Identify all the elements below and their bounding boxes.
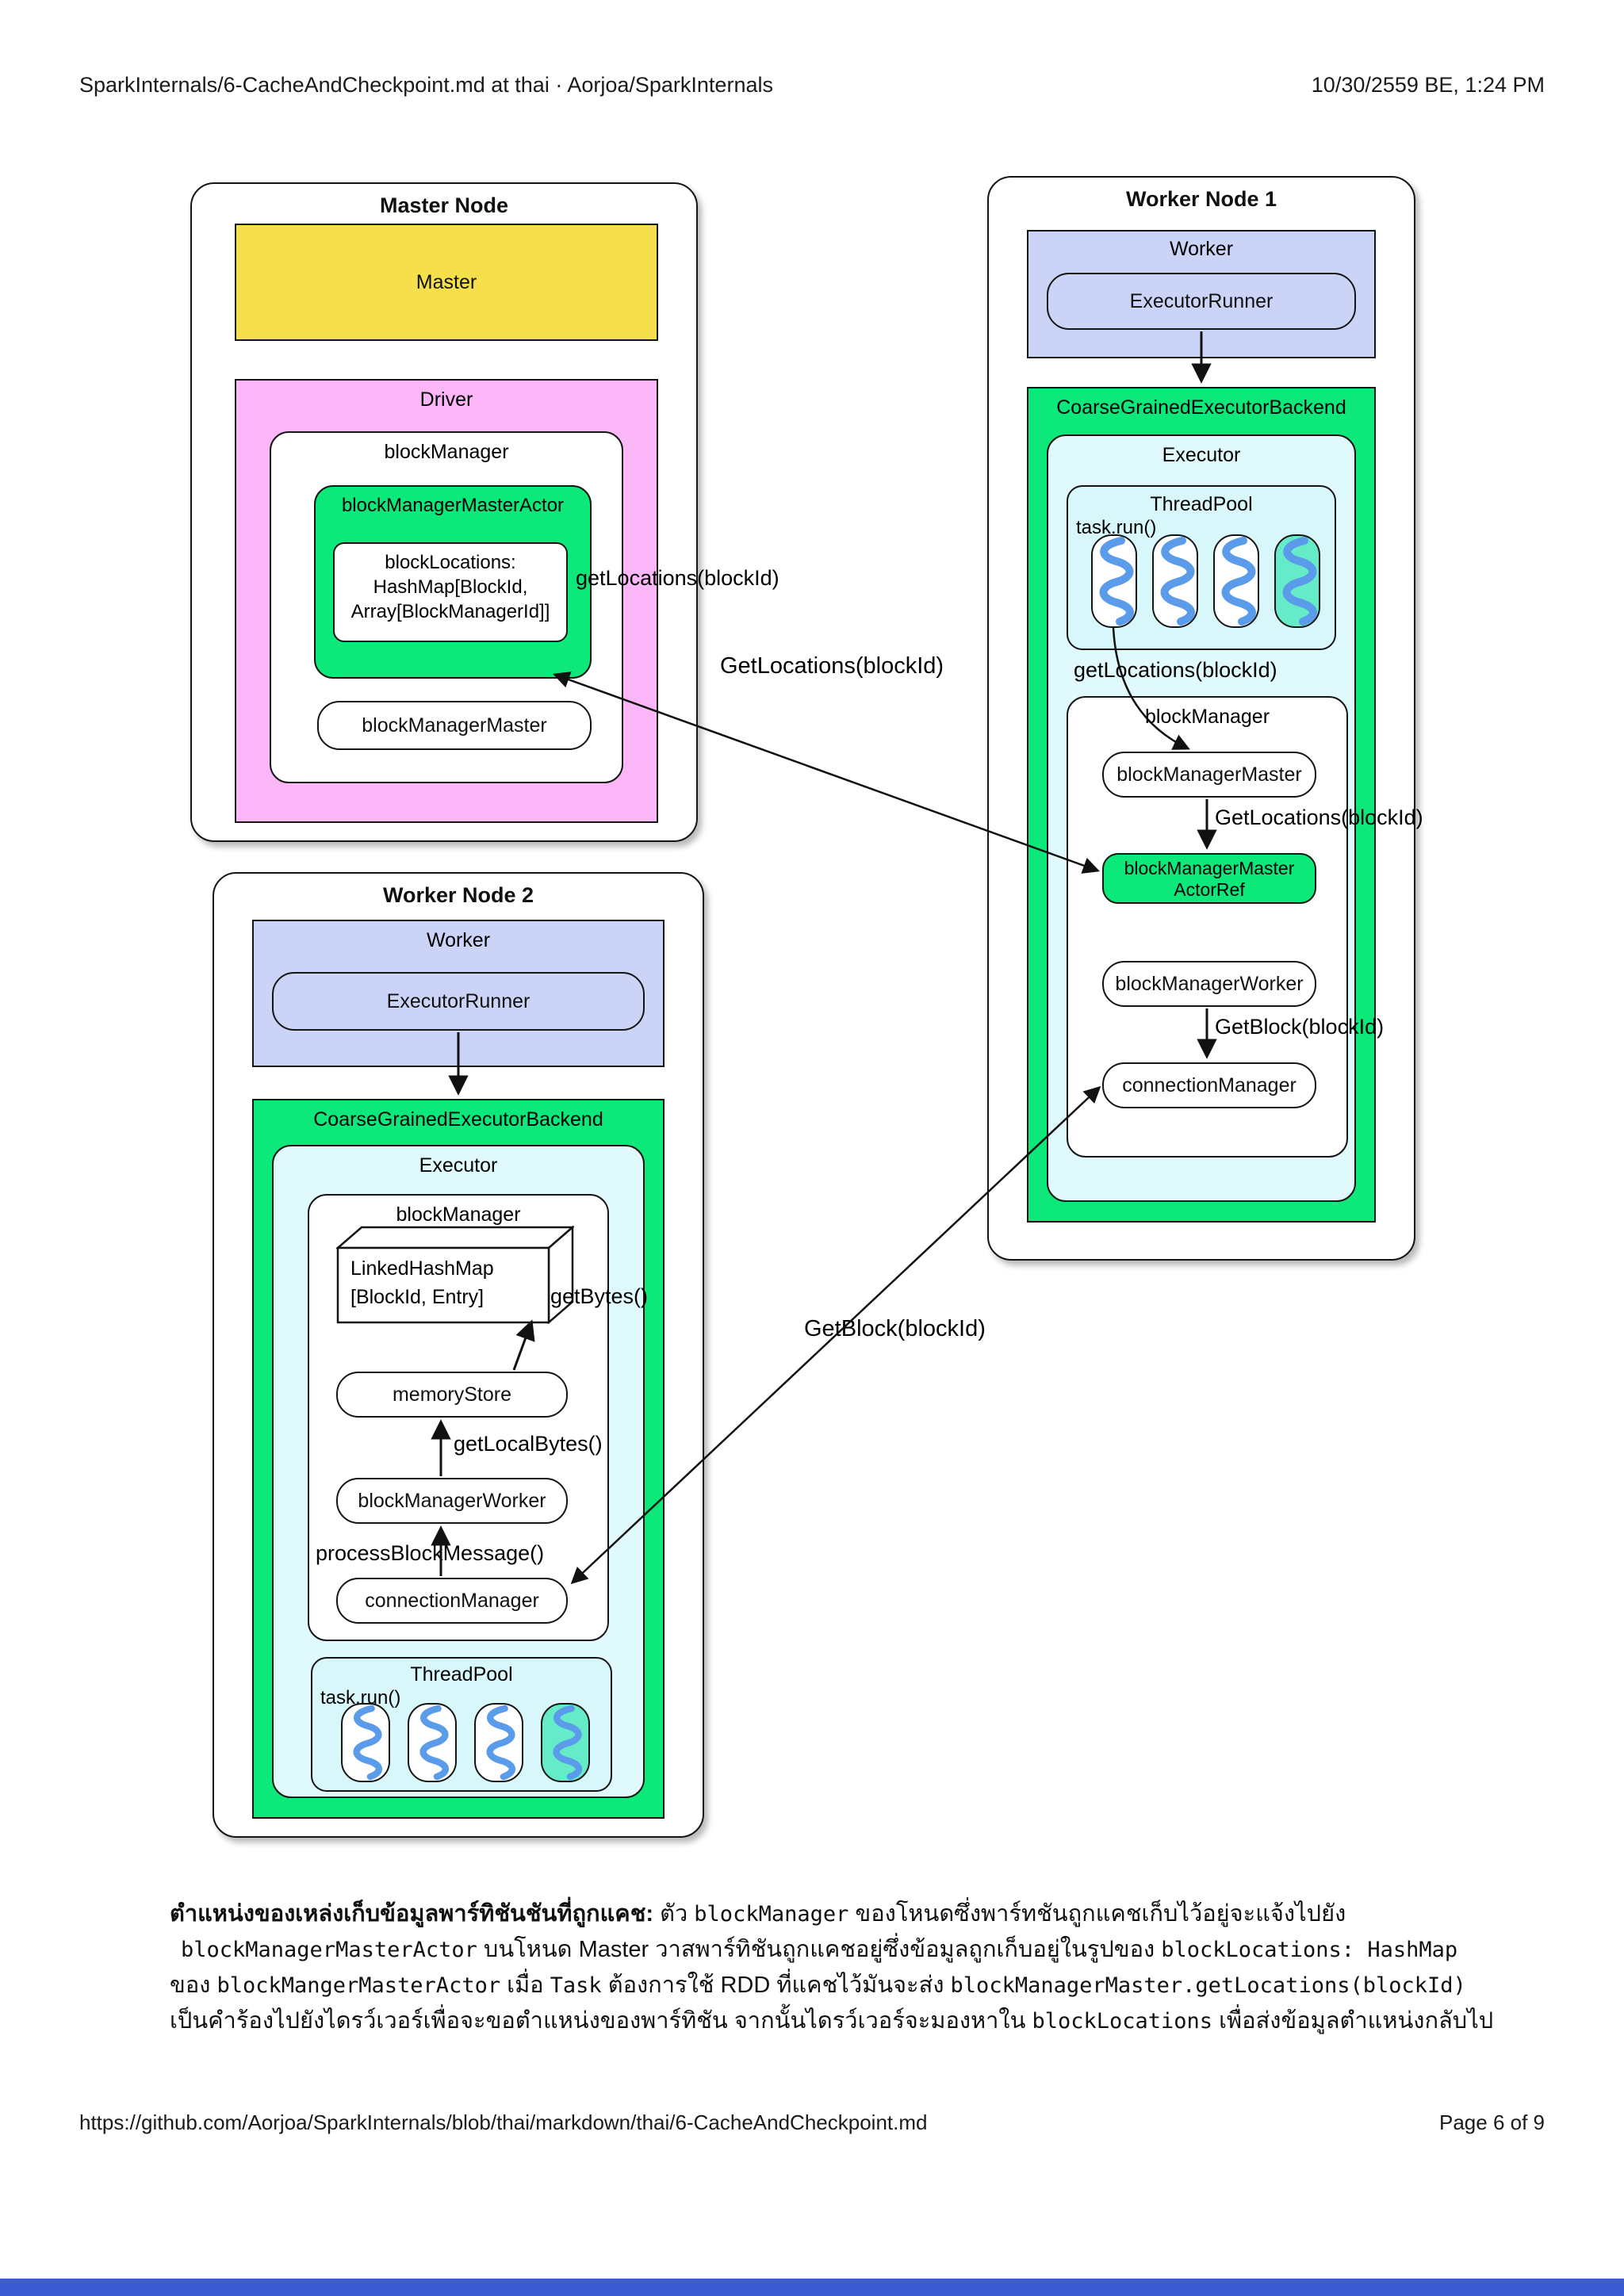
thread-squiggle-icon [486,1705,515,1781]
block-locations-line3: Array[BlockManagerId]] [350,601,550,622]
block-locations-text: blockLocations: HashMap[BlockId, Array[B… [333,550,568,624]
w1-block-manager-label: blockManager [1144,706,1270,728]
caption-line-2: blockManagerMasterActor บนโหนด Master วา… [170,1932,1518,1968]
caption-text: ของ [170,1973,217,1998]
w2-executor-runner-label: ExecutorRunner [386,989,530,1012]
w2-connection-manager-pill: connectionManager [336,1578,568,1624]
w1-connection-manager-pill: connectionManager [1102,1062,1316,1108]
w1-block-manager-master-pill: blockManagerMaster [1102,752,1316,798]
worker-node-1-title: Worker Node 1 [1125,187,1277,211]
edge-get-block-label: GetBlock(blockId) [804,1316,986,1341]
thread-capsule [408,1703,457,1782]
driver-label: Driver [419,388,473,411]
caption-text: เมื่อ [500,1973,550,1998]
w2-worker-label: Worker [426,929,491,951]
footer-url: https://github.com/Aorjoa/SparkInternals… [79,2110,928,2134]
caption-paragraph: ตำแหน่งของเหล่งเก็บข้อมูลพาร์ทิชันชันที่… [170,1896,1518,2039]
master-process-box: Master [235,224,658,341]
w2-get-bytes-label: getBytes() [550,1284,649,1308]
w2-get-local-bytes-label: getLocalBytes() [454,1432,603,1456]
w2-memory-store-pill: memoryStore [336,1372,568,1418]
w2-memory-store-label: memoryStore [392,1383,512,1406]
thread-capsule [1091,534,1137,628]
thread-capsule-active [541,1703,590,1782]
linked-hash-map-line2: [BlockId, Entry] [350,1286,485,1308]
thread-squiggle-icon [353,1705,382,1781]
w2-process-block-message-label: processBlockMessage() [316,1541,545,1565]
caption-text: ตัว [653,1901,695,1927]
caption-line-3: ของ blockMangerMasterActor เมื่อ Task ต้… [170,1968,1518,2003]
thread-squiggle-icon [1099,537,1134,626]
w1-threadpool-label: ThreadPool [1150,493,1253,515]
w1-get-block-msg-label: GetBlock(blockId) [1215,1015,1385,1039]
document-title: SparkInternals/6-CacheAndCheckpoint.md a… [79,73,773,97]
w1-block-manager-master-actor-ref-box: blockManagerMaster ActorRef [1102,853,1316,904]
thread-capsule [341,1703,390,1782]
caption-code: blockManager [694,1902,849,1927]
master-block-manager-master-pill: blockManagerMaster [317,701,592,750]
w1-block-manager-worker-pill: blockManagerWorker [1102,961,1316,1007]
w2-cgeb-label: CoarseGrainedExecutorBackend [313,1108,603,1131]
thread-capsule-active [1274,534,1320,628]
w1-worker-label: Worker [1169,238,1234,260]
edge-get-locations-label: GetLocations(blockId) [720,653,944,679]
block-locations-box [333,542,568,642]
caption-code: blockMangerMasterActor [216,1973,501,1998]
w1-cgeb-label: CoarseGrainedExecutorBackend [1056,396,1346,419]
block-locations-line2: HashMap[BlockId, [373,576,528,598]
w1-executor-runner-label: ExecutorRunner [1129,289,1274,312]
caption-text: ของโหนดซึ่งพาร์ทชันถูกแคชเก็บไว้อยู่จะแจ… [848,1901,1346,1927]
master-get-locations-label: getLocations(blockId) [576,566,779,590]
w1-block-manager-master-label: blockManagerMaster [1116,763,1302,786]
w1-get-locations-msg-label: GetLocations(blockId) [1215,806,1423,829]
w1-bmma-ref-text: blockManagerMaster ActorRef [1104,858,1315,901]
caption-line-4: เป็นคำร้องไปยังไดรว์เวอร์เพื่อจะขอตำแหน่… [170,2003,1518,2039]
w2-block-manager-worker-pill: blockManagerWorker [336,1478,568,1524]
w1-bmma-ref-line1: blockManagerMaster [1124,858,1295,878]
w2-block-manager-label: blockManager [396,1203,521,1226]
w2-threadpool-label: ThreadPool [410,1663,513,1686]
w1-executor-runner-pill: ExecutorRunner [1047,273,1356,330]
master-block-manager-label: blockManager [384,441,509,463]
caption-text: ต้องการใช้ RDD ที่แคชไว้มันจะส่ง [601,1973,951,1998]
print-timestamp: 10/30/2559 BE, 1:24 PM [1311,73,1545,97]
caption-text: เป็นคำร้องไปยังไดรว์เวอร์เพื่อจะขอตำแหน่… [170,2008,1032,2034]
master-node-title: Master Node [379,193,509,217]
thread-squiggle-icon [1160,537,1195,626]
caption-line-1: ตำแหน่งของเหล่งเก็บข้อมูลพาร์ทิชันชันที่… [170,1896,1518,1932]
caption-code: blockLocations: HashMap [1161,1938,1458,1962]
w1-block-manager-worker-label: blockManagerWorker [1115,972,1304,995]
caption-text: เพื่อส่งข้อมูลตำแหน่งกลับไป [1212,2008,1494,2034]
w2-executor-runner-pill: ExecutorRunner [272,972,645,1031]
w2-block-manager-worker-label: blockManagerWorker [358,1489,546,1512]
thread-squiggle-icon [553,1705,582,1781]
caption-heading: ตำแหน่งของเหล่งเก็บข้อมูลพาร์ทิชันชันที่… [170,1901,654,1927]
thread-capsule [474,1703,523,1782]
thread-capsule [1213,534,1259,628]
thread-squiggle-icon [1282,537,1317,626]
caption-code: blockLocations [1032,2009,1213,2034]
bottom-bar [0,2279,1624,2296]
caption-code: blockManagerMasterActor [181,1938,477,1962]
w1-connection-manager-label: connectionManager [1122,1073,1297,1096]
master-block-manager-master-label: blockManagerMaster [362,714,547,737]
linked-hash-map-line1: LinkedHashMap [350,1257,494,1280]
w2-connection-manager-label: connectionManager [365,1589,539,1612]
caption-code: blockManagerMaster.getLocations(blockId) [950,1973,1466,1998]
thread-squiggle-icon [1221,537,1256,626]
thread-capsule [1152,534,1198,628]
w1-executor-label: Executor [1162,444,1241,466]
block-manager-master-actor-label: blockManagerMasterActor [341,495,565,516]
thread-squiggle-icon [419,1705,449,1781]
master-process-label: Master [416,270,477,293]
worker-node-2-title: Worker Node 2 [382,883,534,907]
w1-bmma-ref-line2: ActorRef [1174,879,1245,900]
footer-page-number: Page 6 of 9 [1439,2110,1545,2134]
w2-executor-label: Executor [419,1154,498,1177]
caption-code: Task [550,1973,602,1998]
w1-get-locations-label: getLocations(blockId) [1074,658,1277,682]
block-locations-line1: blockLocations: [385,552,516,573]
caption-text: บนโหนด Master วาสพาร์ทิชันถูกแคชอยู่ซึ่ง… [477,1937,1162,1962]
